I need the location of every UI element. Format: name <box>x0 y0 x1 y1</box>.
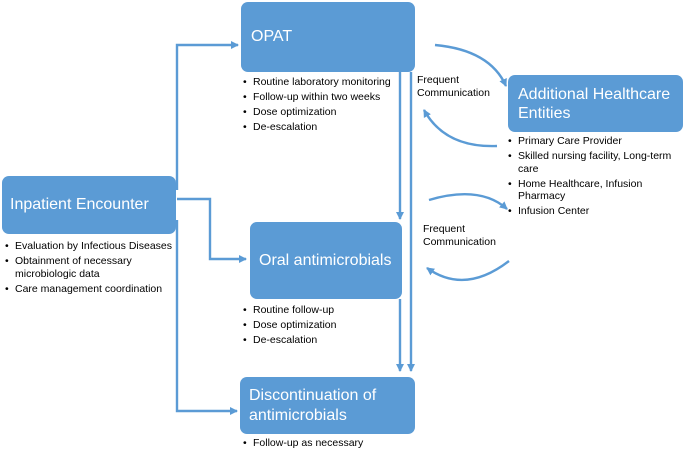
additional-healthcare-entities-box: Additional Healthcare Entities <box>508 75 683 132</box>
discontinuation-items: Follow-up as necessary <box>243 437 413 452</box>
frequent-communication-label-bottom: Frequent Communication <box>423 223 496 248</box>
arrow-opat-to-additional <box>434 43 508 87</box>
inpatient-encounter-box: Inpatient Encounter <box>2 176 176 234</box>
oral-antimicrobials-box: Oral antimicrobials <box>250 222 402 299</box>
arrow-oral-to-additional <box>428 193 508 210</box>
oral-antimicrobials-items: Routine follow-up Dose optimization De-e… <box>243 304 393 349</box>
arrow-additional-to-opat <box>422 109 498 148</box>
list-item: Dose optimization <box>243 106 403 119</box>
list-item: Primary Care Provider <box>508 135 676 148</box>
list-item: Care management coordination <box>5 283 175 296</box>
discontinuation-title: Discontinuation of antimicrobials <box>249 386 377 424</box>
list-item: Home Healthcare, Infusion Pharmacy <box>508 178 676 203</box>
list-item: Follow-up within two weeks <box>243 91 403 104</box>
opat-items: Routine laboratory monitoring Follow-up … <box>243 76 403 136</box>
list-item: Skilled nursing facility, Long-term care <box>508 150 676 175</box>
frequent-communication-label-top: Frequent Communication <box>417 74 490 99</box>
arrow-inpatient-to-oral <box>177 197 247 263</box>
arrow-inpatient-to-opat <box>175 41 239 190</box>
list-item: Infusion Center <box>508 205 676 218</box>
opat-title: OPAT <box>251 28 293 45</box>
list-item: Dose optimization <box>243 319 393 332</box>
arrow-inpatient-to-discontinuation <box>175 220 238 415</box>
arrow-additional-to-oral <box>426 260 510 282</box>
inpatient-encounter-title: Inpatient Encounter <box>10 196 149 213</box>
list-item: Evaluation by Infectious Diseases <box>5 240 175 253</box>
additional-healthcare-entities-title: Additional Healthcare Entities <box>518 85 671 122</box>
opat-box: OPAT <box>241 2 415 72</box>
additional-healthcare-entities-items: Primary Care Provider Skilled nursing fa… <box>508 135 676 220</box>
list-item: Routine follow-up <box>243 304 393 317</box>
list-item: Obtainment of necessary microbiologic da… <box>5 255 175 280</box>
list-item: De-escalation <box>243 334 393 347</box>
oral-antimicrobials-title: Oral antimicrobials <box>259 251 392 269</box>
inpatient-encounter-items: Evaluation by Infectious Diseases Obtain… <box>5 240 175 298</box>
list-item: Follow-up as necessary <box>243 437 413 450</box>
list-item: Routine laboratory monitoring <box>243 76 403 89</box>
discontinuation-box: Discontinuation of antimicrobials <box>240 377 415 434</box>
list-item: De-escalation <box>243 121 403 134</box>
